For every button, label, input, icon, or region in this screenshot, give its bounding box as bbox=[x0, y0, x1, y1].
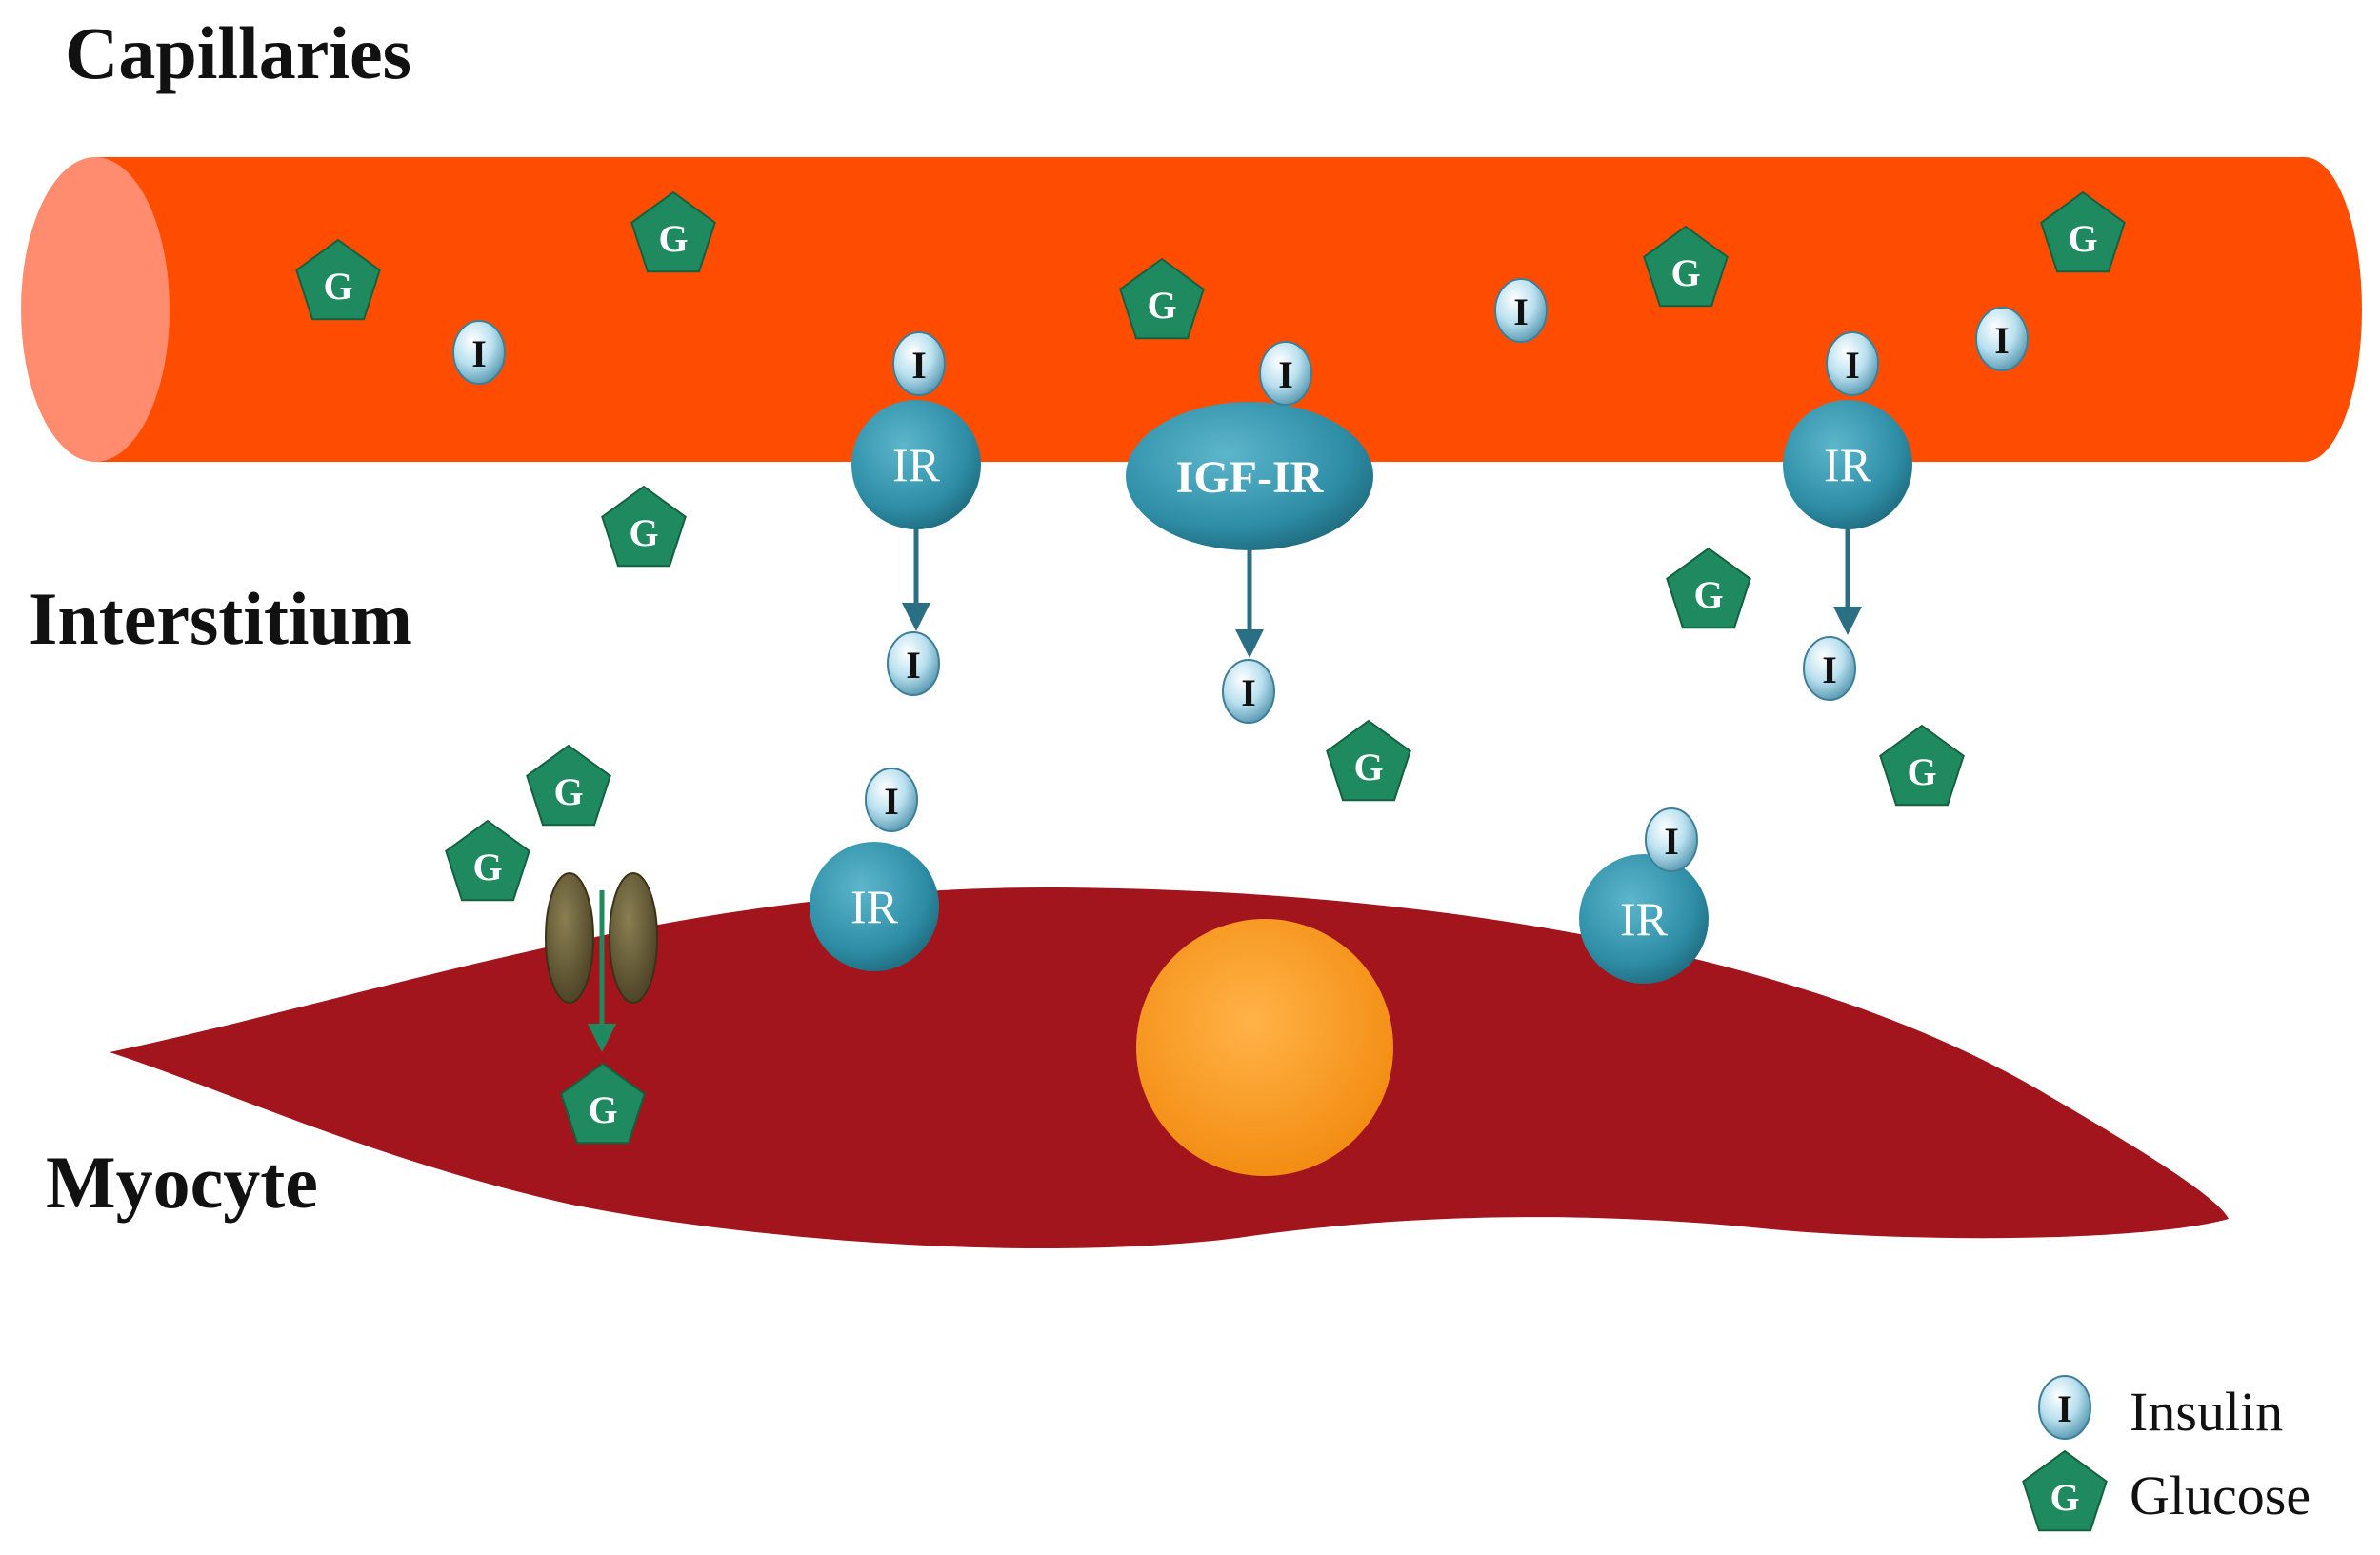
glucose-molecules: G G G G G G G G G G G G bbox=[295, 190, 2126, 1145]
legend: I Insulin G Glucose bbox=[2022, 1375, 2310, 1532]
insulin-letter: I bbox=[884, 780, 899, 823]
insulin-icon: I bbox=[2038, 1375, 2091, 1440]
receptor-ir-label: IR bbox=[892, 438, 941, 491]
glut-transporter-icon bbox=[545, 872, 658, 1052]
glucose-letter: G bbox=[323, 265, 352, 308]
insulin-icon: I bbox=[1259, 341, 1312, 406]
receptor-ir-label: IR bbox=[1824, 438, 1872, 491]
insulin-icon: I bbox=[1975, 307, 2029, 371]
glucose-letter: G bbox=[1907, 750, 1936, 793]
legend-glucose-label: Glucose bbox=[2130, 1465, 2310, 1526]
insulin-icon: I bbox=[1222, 659, 1275, 724]
insulin-letter: I bbox=[906, 644, 921, 687]
insulin-icon: I bbox=[887, 631, 940, 696]
insulin-icon: I bbox=[892, 331, 946, 396]
glucose-letter: G bbox=[588, 1088, 617, 1131]
receptor-icon: IR bbox=[851, 400, 981, 529]
insulin-letter: I bbox=[1664, 820, 1679, 863]
insulin-molecules: I I I I I I I I I I I bbox=[452, 278, 2029, 872]
glucose-letter: G bbox=[2050, 1476, 2079, 1519]
insulin-letter: I bbox=[2057, 1387, 2072, 1430]
glucose-icon: G bbox=[445, 819, 530, 902]
insulin-letter: I bbox=[911, 344, 927, 387]
glucose-icon: G bbox=[601, 485, 687, 568]
capillary-opening bbox=[21, 157, 170, 462]
insulin-icon: I bbox=[1826, 331, 1879, 396]
glucose-icon: G bbox=[1666, 547, 1751, 629]
glucose-letter: G bbox=[629, 511, 658, 554]
receptor-ir-label: IR bbox=[1620, 892, 1669, 946]
glucose-icon: G bbox=[1879, 724, 1965, 807]
insulin-letter: I bbox=[1994, 319, 2010, 362]
receptor-icon: IR bbox=[1579, 854, 1709, 984]
receptor-icon: IR bbox=[1783, 400, 1912, 529]
insulin-letter: I bbox=[1845, 344, 1860, 387]
glucose-icon: G bbox=[2022, 1449, 2108, 1532]
glucose-icon: G bbox=[2040, 190, 2126, 273]
receptor-icon: IGF-IR bbox=[1126, 402, 1373, 550]
myocyte-label: Myocyte bbox=[46, 1141, 318, 1224]
glucose-letter: G bbox=[1670, 251, 1700, 294]
insulin-letter: I bbox=[1278, 353, 1293, 396]
insulin-icon: I bbox=[1645, 807, 1698, 872]
insulin-letter: I bbox=[1822, 648, 1837, 691]
insulin-icon: I bbox=[1803, 636, 1856, 701]
glucose-letter: G bbox=[472, 846, 502, 888]
capillaries-label: Capillaries bbox=[65, 11, 411, 94]
insulin-letter: I bbox=[471, 332, 487, 375]
nucleus bbox=[1136, 919, 1393, 1176]
insulin-icon: I bbox=[865, 768, 918, 832]
interstitium-label: Interstitium bbox=[29, 577, 412, 660]
receptor-ir-label: IR bbox=[850, 880, 899, 933]
insulin-icon: I bbox=[2038, 1375, 2091, 1440]
glucose-letter: G bbox=[658, 217, 688, 260]
legend-insulin-label: Insulin bbox=[2130, 1381, 2283, 1443]
glucose-icon: G bbox=[295, 238, 381, 321]
glucose-letter: G bbox=[1147, 284, 1176, 327]
glucose-icon: G bbox=[2022, 1449, 2108, 1532]
insulin-icon: I bbox=[1494, 278, 1548, 343]
glucose-icon: G bbox=[526, 744, 611, 827]
glucose-icon: G bbox=[560, 1062, 646, 1145]
insulin-icon: I bbox=[452, 320, 506, 385]
glucose-icon: G bbox=[1326, 719, 1411, 802]
glucose-icon: G bbox=[1643, 225, 1729, 308]
insulin-letter: I bbox=[1513, 290, 1529, 333]
glucose-letter: G bbox=[2068, 217, 2097, 260]
receptor-igf-ir-label: IGF-IR bbox=[1176, 452, 1325, 503]
glucose-letter: G bbox=[553, 770, 583, 813]
myocyte-cell bbox=[110, 887, 2229, 1249]
glucose-icon: G bbox=[1119, 257, 1205, 340]
receptor-icon: IR bbox=[810, 842, 939, 971]
insulin-letter: I bbox=[1241, 671, 1256, 714]
glucose-icon: G bbox=[630, 190, 716, 273]
glucose-letter: G bbox=[1353, 746, 1383, 788]
glucose-letter: G bbox=[1693, 573, 1723, 616]
